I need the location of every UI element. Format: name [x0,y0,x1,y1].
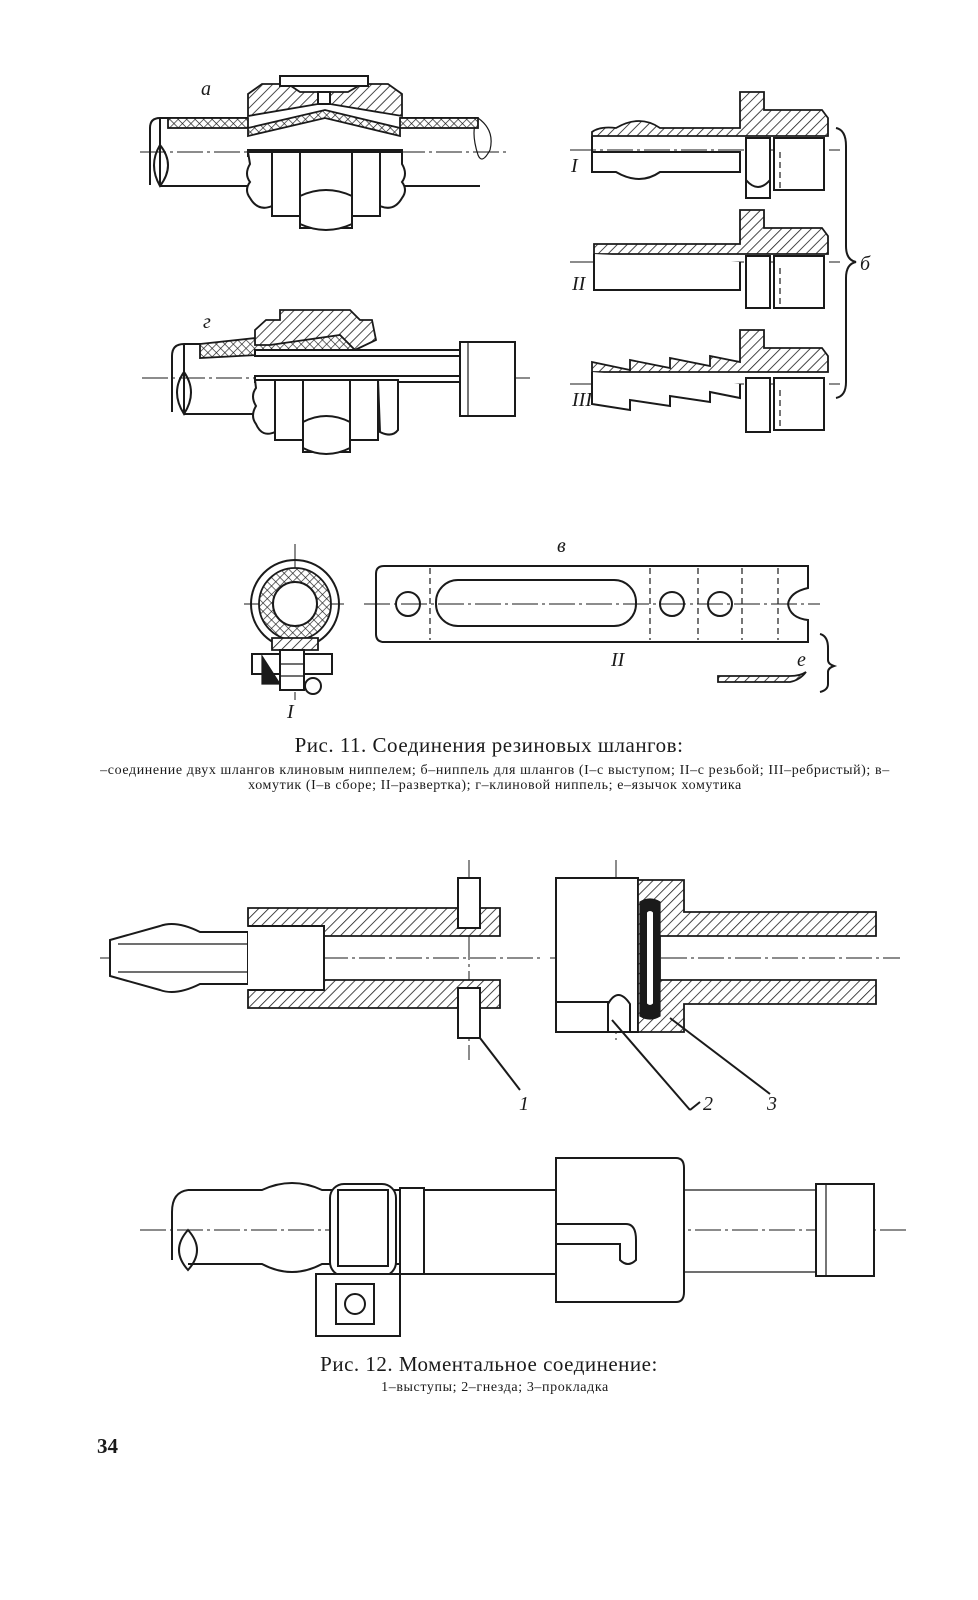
figure-11-drawing: a г I [0,0,978,723]
figure-11-legend: –соединение двух шлангов клиновым ниппел… [100,763,890,793]
clamp-v: I в II е [244,535,838,723]
nipples-b: I II III б [570,91,871,433]
label-clamp-I: I [286,701,295,723]
label-e: е [797,649,806,671]
assembly-a: a [140,75,510,231]
coupling-male-part: 1 [100,860,540,1115]
label-clamp-II: II [610,649,626,671]
assembly-g: г [142,309,530,455]
figure-12-drawing: 1 2 3 [0,840,978,1340]
coupling-assembled [140,1157,910,1337]
page-number: 34 [97,1434,118,1458]
figure-12-caption: Рис. 12. Моментальное соединение: [320,1352,658,1376]
label-g: г [203,311,211,333]
label-part-1: 1 [519,1093,529,1115]
label-part-3: 3 [766,1093,777,1115]
label-nipple-II: II [571,273,587,295]
label-v: в [557,535,566,557]
label-nipple-III: III [571,389,593,411]
label-a: a [201,78,211,100]
figure-11-caption: Рис. 11. Соединения резиновых шлангов: [294,733,684,757]
coupling-female-part: 2 3 [550,860,900,1115]
label-b: б [860,253,871,275]
label-nipple-I: I [570,155,579,177]
figure-12-legend: 1–выступы; 2–гнезда; 3–прокладка [381,1380,609,1395]
label-part-2: 2 [703,1093,713,1115]
